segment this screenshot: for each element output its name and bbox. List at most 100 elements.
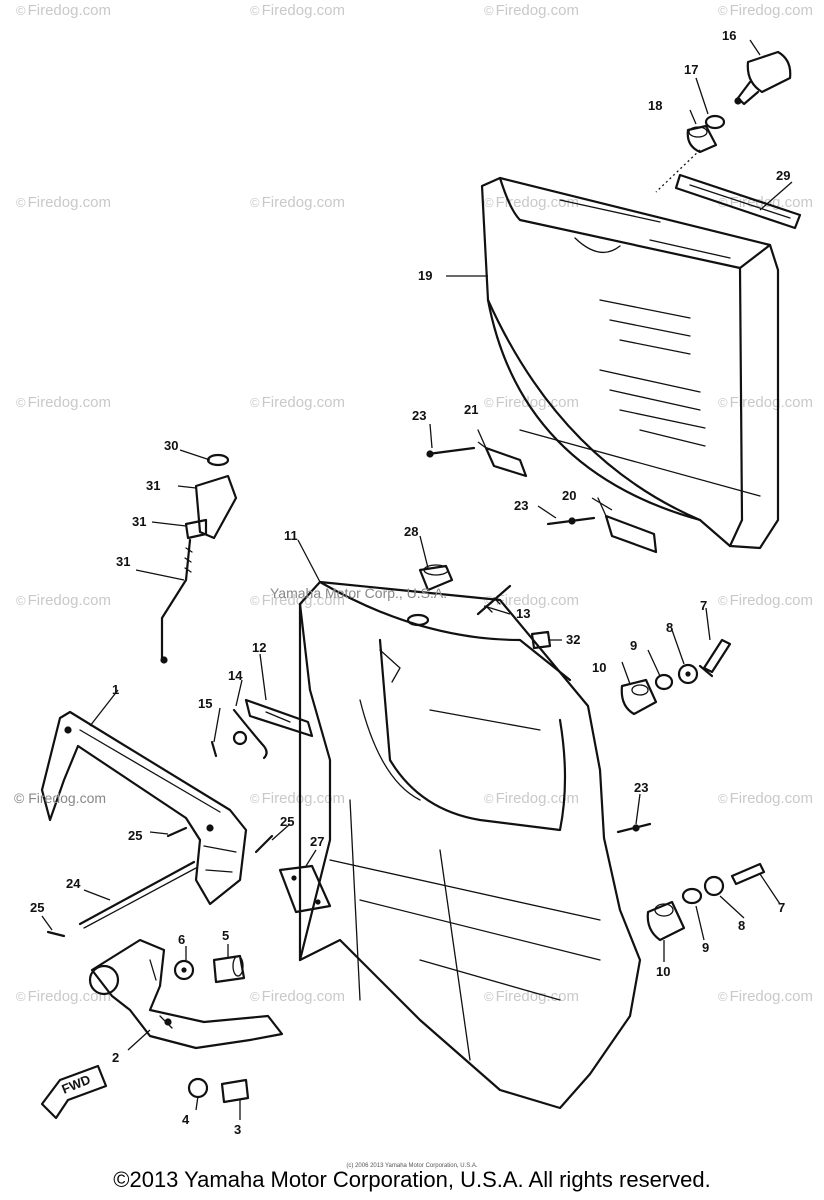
callout-12: 12 [252, 640, 266, 655]
callout-8: 8 [666, 620, 673, 635]
callout-9: 9 [630, 638, 637, 653]
callout-21: 21 [464, 402, 478, 417]
watermark-label: Firedog.com [495, 2, 579, 19]
callout-1: 1 [112, 682, 119, 697]
callout-32: 32 [566, 632, 580, 647]
exploded-parts-diagram: FWD 16 17 18 29 19 23 21 23 20 30 31 31 … [30, 28, 802, 1137]
watermark-text: ©Firedog.com [16, 988, 111, 1005]
callout-30: 24 [66, 876, 81, 891]
callout-28: 31 [132, 514, 146, 529]
callout-2: 2 [112, 1050, 119, 1065]
callout-31: 25 [30, 900, 44, 915]
watermark-label: Firedog.com [495, 790, 579, 807]
copyright-symbol: © [718, 593, 728, 608]
watermark-text: ©Firedog.com [16, 194, 111, 211]
part-23-screw-top [426, 446, 476, 458]
watermark-label: Firedog.com [27, 2, 111, 19]
watermark-text: ©Firedog.com [250, 988, 345, 1005]
part-1-bracket [40, 710, 248, 906]
watermark-text: ©Firedog.com [250, 394, 345, 411]
part-31-pin-left [46, 930, 66, 938]
copyright-symbol: © [484, 791, 494, 806]
callout-19: 19 [418, 268, 432, 283]
copyright-symbol: © [16, 195, 26, 210]
part-9-collar-bottom [681, 887, 703, 905]
watermark-label: Firedog.com [495, 394, 579, 411]
part-31-pin-right [254, 834, 274, 854]
copyright-symbol: © [250, 989, 260, 1004]
copyright-symbol: © [718, 791, 728, 806]
leader-lines [41, 39, 793, 1120]
copyright-symbol: © [484, 195, 494, 210]
watermark-label: Firedog.com [27, 592, 111, 609]
watermark-text: ©Firedog.com [250, 790, 345, 807]
callout-27: 31 [146, 478, 160, 493]
callout-24: 28 [404, 524, 418, 539]
callout-7: 7 [700, 598, 707, 613]
part-32-nut [530, 630, 552, 650]
watermark-text: ©Firedog.com [484, 394, 579, 411]
watermark-label: Firedog.com [261, 790, 345, 807]
callout-22: 27 [310, 834, 324, 849]
watermark-text: ©Firedog.com [484, 988, 579, 1005]
callout-23: 23 [412, 408, 426, 423]
watermark-label: Firedog.com [27, 394, 111, 411]
part-16-cap [734, 50, 792, 106]
callout-20: 20 [562, 488, 576, 503]
callout-23: 23 [514, 498, 528, 513]
part-7-bolt-bottom [730, 862, 766, 886]
callout-31: 25 [128, 828, 142, 843]
callout-3: 3 [234, 1122, 241, 1137]
copyright-symbol: © [250, 593, 260, 608]
tiny-copyright-note: (c) 2006 2013 Yamaha Motor Corporation, … [346, 1163, 478, 1169]
callout-18: 18 [648, 98, 662, 113]
part-10-damper-bottom [646, 900, 686, 942]
watermark-text: ©Firedog.com [718, 790, 813, 807]
watermark-text: ©Firedog.com [16, 592, 111, 609]
watermark-text: ©Firedog.com [484, 194, 579, 211]
copyright-symbol: © [250, 195, 260, 210]
watermark-label: Firedog.com [261, 194, 345, 211]
callout-10: 10 [656, 964, 670, 979]
callout-labels: 16 17 18 29 19 23 21 23 20 30 31 31 31 1… [30, 28, 790, 1137]
part-6-washer [173, 959, 195, 981]
part-25-seal [674, 173, 802, 230]
copyright-symbol: © [484, 593, 494, 608]
part-8-washer-top [677, 663, 699, 685]
watermark-label: Firedog.com [27, 194, 111, 211]
part-23-screw-right [616, 822, 652, 834]
callout-17: 17 [684, 62, 698, 77]
callout-11: 11 [284, 528, 298, 543]
watermark-text: ©Firedog.com [16, 394, 111, 411]
part-21-bracket [477, 429, 528, 478]
copyright-symbol: © [484, 3, 494, 18]
part-14-spring [232, 708, 268, 760]
side-watermark: © Firedog.com [14, 790, 107, 806]
watermark-text: ©Firedog.com [484, 790, 579, 807]
part-13-bolt [476, 584, 512, 616]
part-18-grommet [686, 124, 718, 154]
copyright-symbol: © [718, 195, 728, 210]
fwd-arrow-icon: FWD [40, 1064, 108, 1120]
callout-6: 6 [178, 932, 185, 947]
callout-23: 23 [634, 780, 648, 795]
watermark-label: Firedog.com [729, 2, 813, 19]
copyright-symbol: © [16, 989, 26, 1004]
callout-25: 29 [776, 168, 790, 183]
watermark-text: ©Firedog.com [718, 394, 813, 411]
copyright-symbol: © [718, 395, 728, 410]
watermark-label: Firedog.com [729, 592, 813, 609]
corporate-watermark: Yamaha Motor Corp., U.S.A. [270, 585, 448, 601]
copyright-symbol: © [16, 395, 26, 410]
callout-14: 14 [228, 668, 243, 683]
part-31-pin-mid [166, 826, 188, 838]
watermark-label: Firedog.com [495, 592, 579, 609]
part-7-bolt-top [698, 638, 732, 678]
watermark-label: Firedog.com [27, 988, 111, 1005]
watermark-text: ©Firedog.com [718, 592, 813, 609]
part-20-bracket [597, 497, 658, 554]
callout-29: 31 [116, 554, 130, 569]
callout-16: 16 [722, 28, 736, 43]
part-4-washer [187, 1077, 209, 1099]
